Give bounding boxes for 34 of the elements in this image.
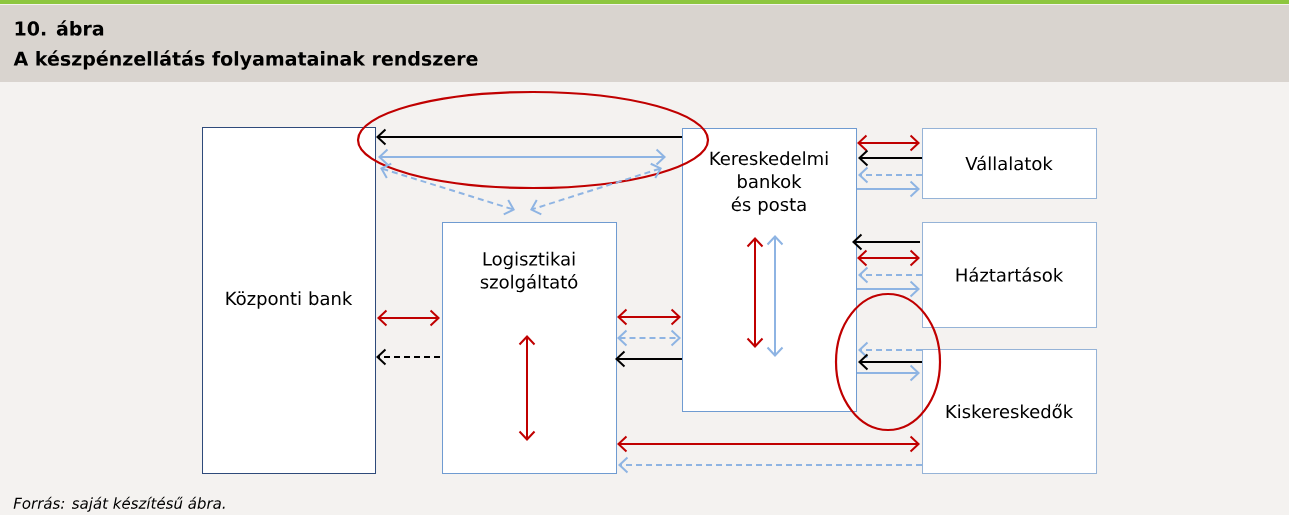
arrow [530,162,662,216]
process-box: Vállalatok [922,128,1097,199]
arrow [857,249,920,267]
arrow [615,350,683,368]
arrow [766,235,784,357]
arrow [617,329,681,347]
process-box: Logisztikai szolgáltató [442,222,617,474]
arrow [518,335,536,441]
arrow [852,233,921,251]
arrow [858,353,923,371]
caption: Forrás: saját készítésű ábra. [13,496,225,512]
arrow [617,435,920,453]
arrow [857,134,920,152]
arrow [858,341,923,359]
arrow [618,456,923,474]
process-box: Központi bank [202,127,376,474]
figure-number: 10. ábra [15,20,104,36]
arrow [617,308,681,326]
arrow [858,149,923,167]
title: A készpénzellátás folyamatainak rendszere [13,50,478,70]
arrow [376,348,441,366]
arrow [858,166,923,184]
arrow [856,280,920,298]
process-box: Kereskedelmi bankok és posta [682,128,857,412]
arrow [858,266,923,284]
process-box: Háztartások [922,222,1097,328]
process-box: Kiskereskedők [922,349,1097,474]
arrow [378,148,666,166]
arrow [377,309,440,327]
arrow [746,237,764,348]
arrow [856,364,920,382]
arrow [856,180,920,198]
arrow [376,128,683,146]
arrow [380,162,515,216]
